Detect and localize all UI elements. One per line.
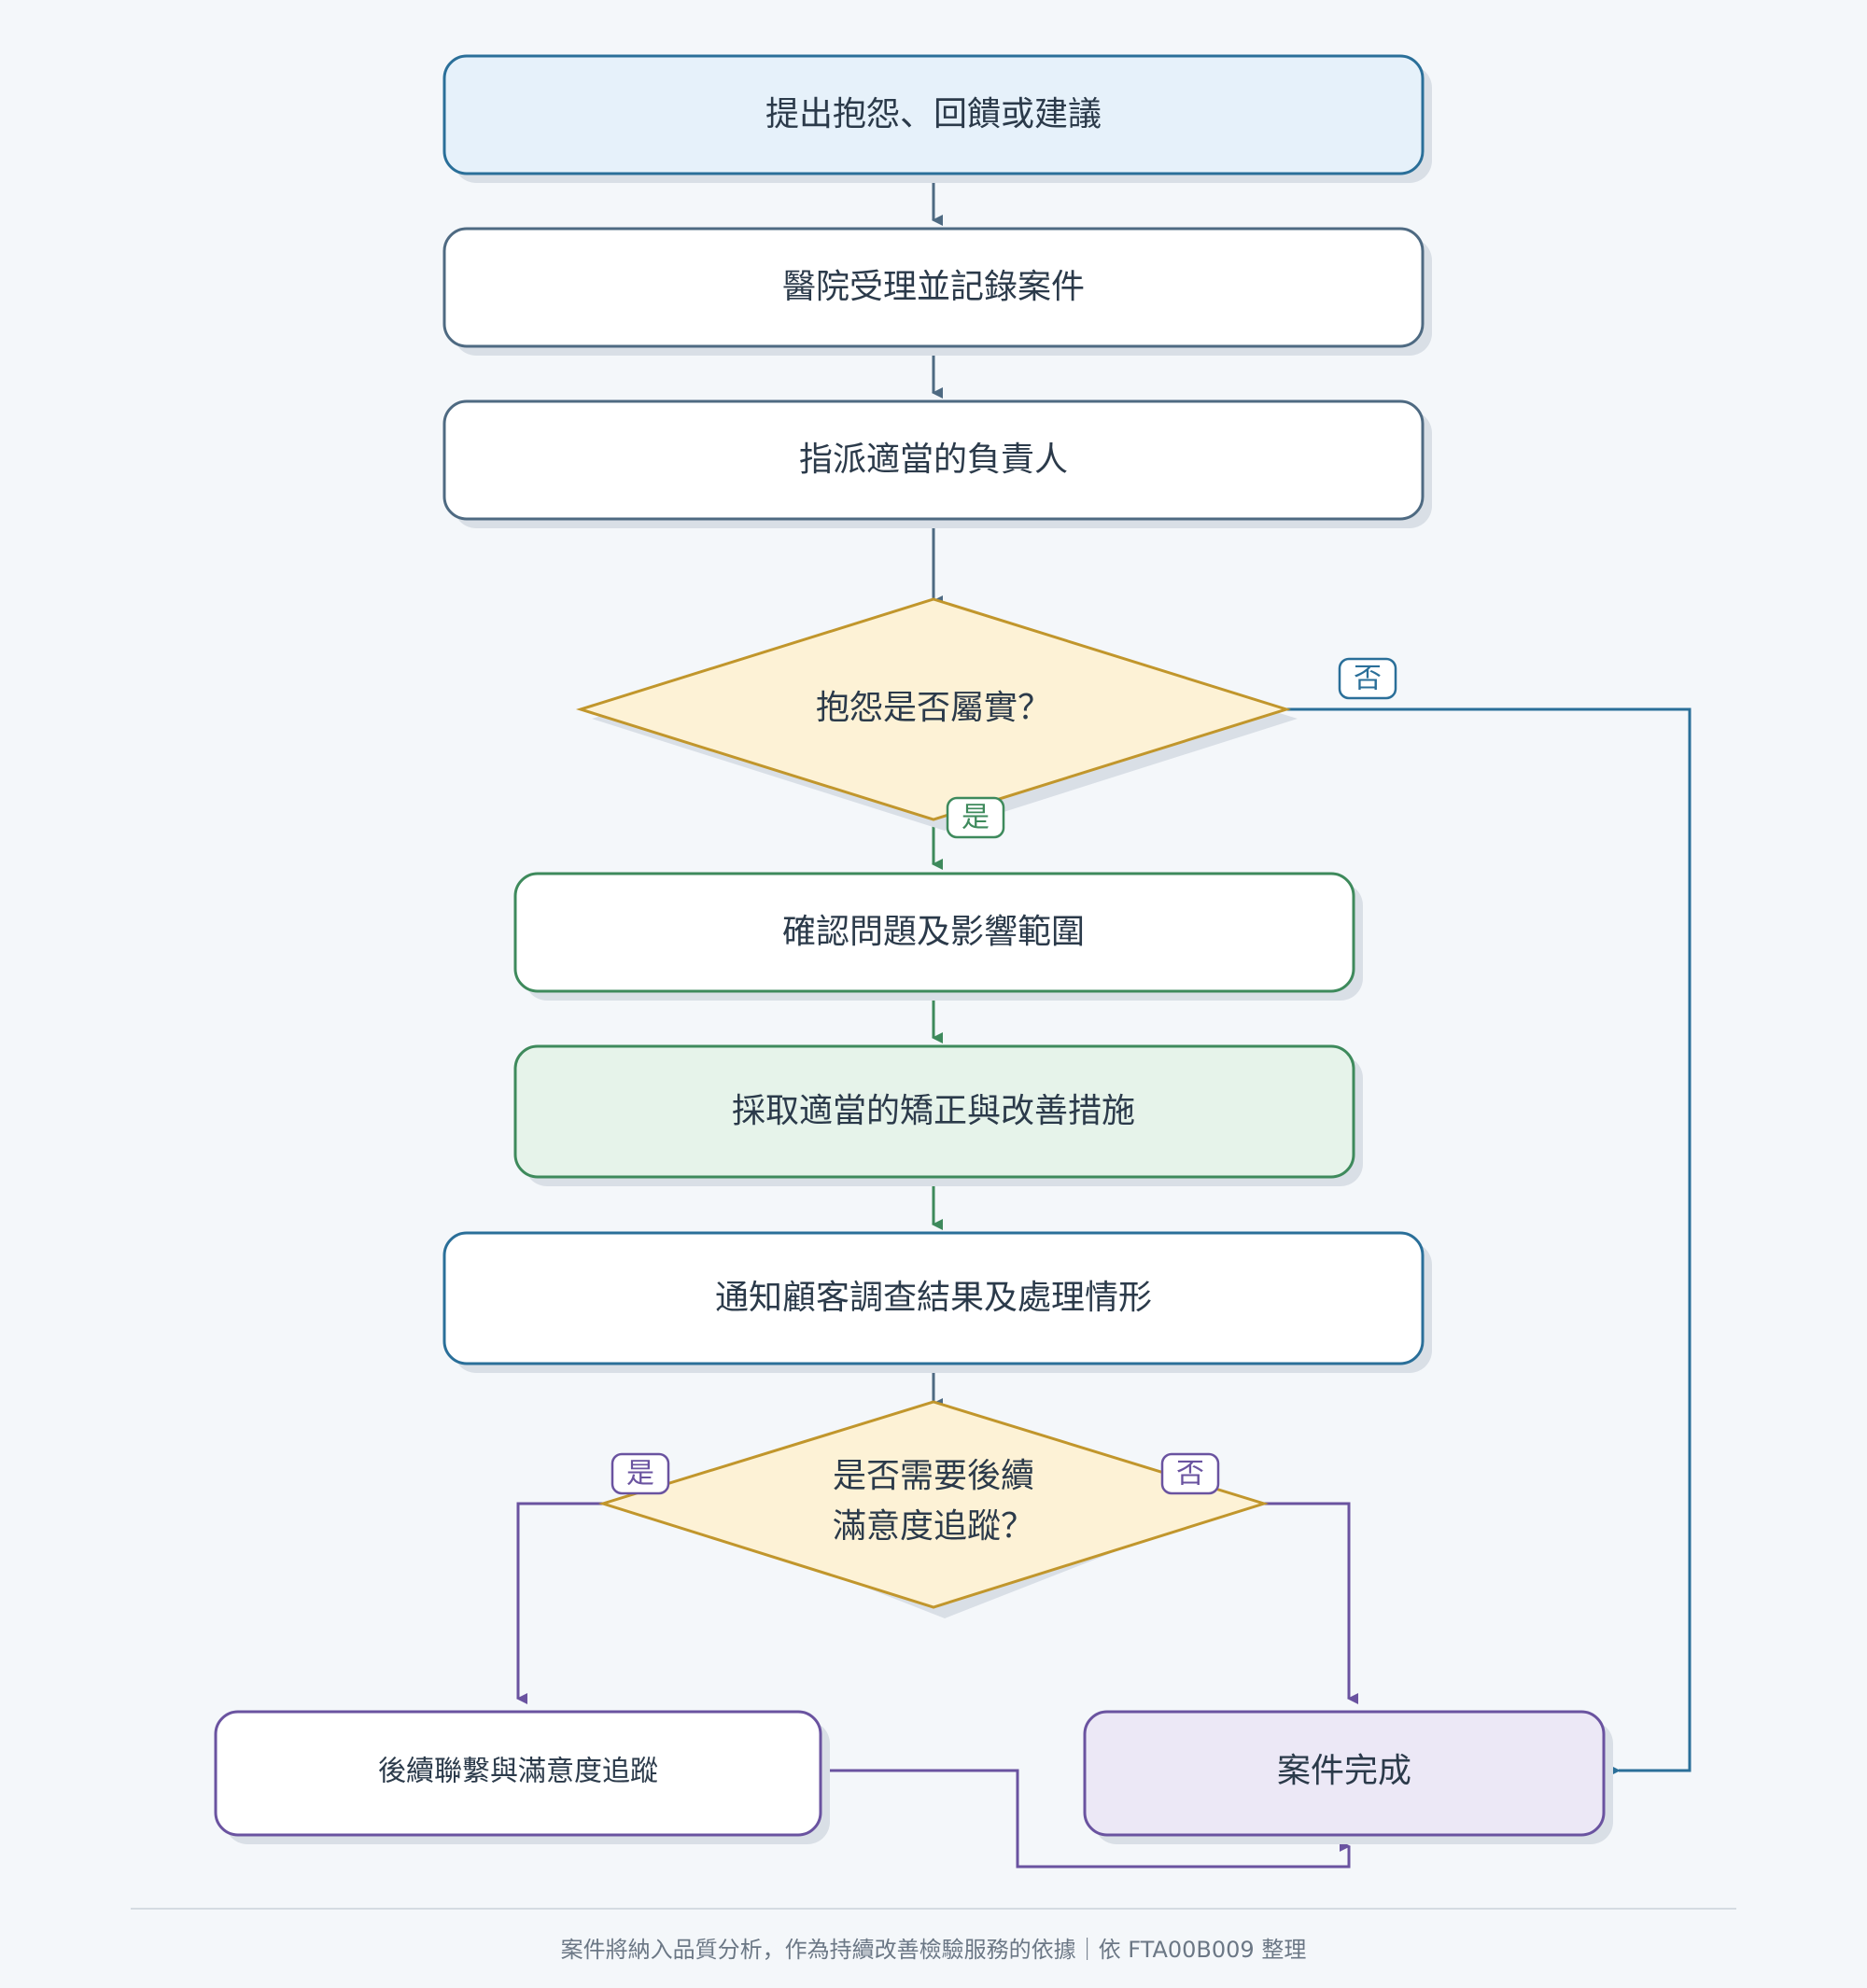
badge-followup-yes: 是 bbox=[611, 1452, 670, 1495]
edge-decision2-yes-followup bbox=[516, 1502, 665, 1704]
badge-valid-yes-label: 是 bbox=[962, 802, 990, 834]
node-notify-label: 通知顧客調查結果及處理情形 bbox=[715, 1279, 1152, 1317]
node-corrective-label: 採取適當的矯正與改善措施 bbox=[732, 1092, 1135, 1130]
node-complete: 案件完成 bbox=[1083, 1710, 1613, 1844]
node-notify: 通知顧客調查結果及處理情形 bbox=[442, 1231, 1432, 1373]
node-complete-label: 案件完成 bbox=[1277, 1752, 1411, 1790]
node-register-label: 醫院受理並記錄案件 bbox=[782, 268, 1085, 306]
badge-followup-yes-label: 是 bbox=[626, 1458, 654, 1491]
node-assign-label: 指派適當的負責人 bbox=[799, 441, 1068, 479]
node-confirm: 確認問題及影響範圍 bbox=[513, 872, 1363, 1001]
decision-followup-line2: 滿意度追蹤？ bbox=[833, 1507, 1034, 1546]
badge-followup-no: 否 bbox=[1160, 1452, 1220, 1495]
edge-decision-no-complete bbox=[1286, 707, 1692, 1776]
node-register: 醫院受理並記錄案件 bbox=[442, 227, 1432, 356]
edge-followup-complete bbox=[821, 1769, 1351, 1869]
decision-valid-label: 抱怨是否屬實？ bbox=[816, 689, 1051, 727]
badge-followup-no-label: 否 bbox=[1176, 1458, 1204, 1491]
node-submit: 提出抱怨、回饋或建議 bbox=[442, 54, 1432, 183]
decision-followup: 是否需要後續 滿意度追蹤？ bbox=[597, 1400, 1270, 1618]
connectors bbox=[516, 177, 1692, 1869]
node-corrective: 採取適當的矯正與改善措施 bbox=[513, 1044, 1363, 1186]
footer-note: 案件將納入品質分析，作為持續改善檢驗服務的依據｜依 FTA00B009 整理 bbox=[561, 1937, 1307, 1963]
node-submit-label: 提出抱怨、回饋或建議 bbox=[765, 95, 1102, 133]
node-confirm-label: 確認問題及影響範圍 bbox=[782, 913, 1085, 951]
badge-valid-no-label: 否 bbox=[1354, 663, 1382, 695]
badge-valid-yes: 是 bbox=[946, 796, 1005, 839]
edge-decision2-no-complete bbox=[1202, 1502, 1358, 1704]
node-assign: 指派適當的負責人 bbox=[442, 399, 1432, 528]
decision-valid: 抱怨是否屬實？ bbox=[575, 597, 1298, 831]
node-followup: 後續聯繫與滿意度追蹤 bbox=[214, 1710, 830, 1844]
badge-valid-no: 否 bbox=[1338, 657, 1397, 700]
node-followup-label: 後續聯繫與滿意度追蹤 bbox=[378, 1756, 658, 1788]
decision-followup-line1: 是否需要後續 bbox=[833, 1457, 1034, 1495]
